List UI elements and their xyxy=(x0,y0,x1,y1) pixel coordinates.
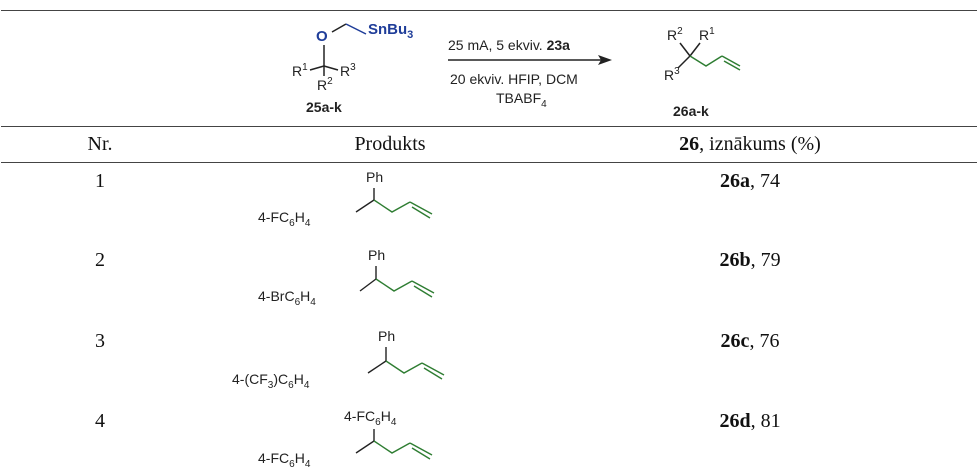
reactant-compound-label: 25a-k xyxy=(306,99,342,115)
row-4-allyl-chain xyxy=(373,440,411,454)
header-yield: 26, iznākums (%) xyxy=(620,133,880,156)
row-3-structure: Ph 4-(CF3)C6H4 xyxy=(232,328,445,391)
row-2-allyl-chain xyxy=(375,278,413,292)
bond-c-r1 xyxy=(309,65,325,71)
row-1-yield: 26a, 74 xyxy=(620,170,880,193)
row-3-alkene-a xyxy=(421,362,445,376)
r2-label: R2 xyxy=(317,76,333,93)
row-4-alkene-a xyxy=(409,442,433,456)
row-1-left-substituent: 4-FC6H4 xyxy=(258,209,311,229)
row-2-alkene-a xyxy=(411,280,435,294)
bond-c-r3 xyxy=(323,65,339,71)
condition-line-2: 20 ekviv. HFIP, DCM xyxy=(450,71,578,87)
row-4-alkene-b xyxy=(411,447,431,460)
header-top-rule xyxy=(1,126,977,127)
product-r2-label: R2 xyxy=(667,26,683,43)
row-2-alkene-b xyxy=(413,285,433,298)
row-3-yield-value: , 76 xyxy=(749,330,780,352)
row-1-alkene-b xyxy=(411,206,431,219)
product-bond-c-r2 xyxy=(679,42,691,57)
row-4-bond-left-aryl xyxy=(355,440,375,454)
row-3-nr: 3 xyxy=(95,330,105,352)
condition-line-3: TBABF4 xyxy=(496,90,547,110)
product-compound-label: 26a-k xyxy=(673,103,709,119)
oxygen-atom-label: O xyxy=(316,28,328,45)
r3-label: R3 xyxy=(340,62,356,79)
row-2-nr: 2 xyxy=(95,249,105,271)
header-yield-bold: 26 xyxy=(679,133,700,155)
row-2-left-substituent: 4-BrC6H4 xyxy=(258,288,316,308)
header-nr: Nr. xyxy=(87,133,113,155)
row-4-yield: 26d, 81 xyxy=(620,410,880,433)
row-1-bond-aryl xyxy=(355,199,375,213)
row-2-compound: 26b xyxy=(719,249,751,271)
row-1-nr: 1 xyxy=(95,170,105,192)
product-alkene-2 xyxy=(723,60,741,71)
row-2-structure: Ph 4-BrC6H4 xyxy=(258,247,435,308)
tin-group-label: SnBu3 xyxy=(368,21,413,41)
reaction-conditions: 25 mA, 5 ekviv. 23a 20 ekviv. HFIP, DCM … xyxy=(448,37,612,110)
product-bond-c-r1 xyxy=(689,42,701,57)
bond-o-ch2 xyxy=(331,23,347,33)
row-1-structure: Ph 4-FC6H4 xyxy=(258,169,433,229)
header-produkts: Produkts xyxy=(354,133,426,155)
bond-ch2-sn xyxy=(345,23,367,35)
row-3-top-substituent: Ph xyxy=(378,328,395,344)
row-4-top-substituent: 4-FC6H4 xyxy=(344,408,397,428)
product-alkene-1 xyxy=(721,55,741,67)
row-4-structure: 4-FC6H4 4-FC6H4 xyxy=(258,408,433,469)
row-4-nr: 4 xyxy=(95,410,105,432)
row-4-left-substituent: 4-FC6H4 xyxy=(258,450,311,469)
row-3-bond-aryl xyxy=(367,360,387,374)
product-bond-c-r3 xyxy=(677,55,691,69)
row-1-alkene-a xyxy=(409,201,433,215)
header-bottom-rule xyxy=(1,162,977,163)
row-3-compound: 26c xyxy=(720,330,750,352)
row-2-yield-value: , 79 xyxy=(750,249,781,271)
row-2-bond-aryl xyxy=(359,278,377,292)
reactant-structure: O SnBu3 R1 R3 R2 25a-k xyxy=(292,21,413,115)
row-1-allyl-chain xyxy=(373,199,411,213)
product-r3-label: R3 xyxy=(664,66,680,83)
row-4-compound: 26d xyxy=(719,410,751,432)
product-r1-label: R1 xyxy=(699,26,715,43)
product-structure: R2 R1 R3 26a-k xyxy=(664,26,741,119)
row-3-left-substituent: 4-(CF3)C6H4 xyxy=(232,371,310,391)
row-2-top-substituent: Ph xyxy=(368,247,385,263)
product-allyl-chain xyxy=(689,55,723,67)
row-3-alkene-b xyxy=(423,367,443,380)
row-2-yield: 26b, 79 xyxy=(620,249,880,272)
row-4-yield-value: , 81 xyxy=(750,410,781,432)
row-1-compound: 26a xyxy=(720,170,750,192)
condition-line-1: 25 mA, 5 ekviv. 23a xyxy=(448,37,570,53)
row-1-yield-value: , 74 xyxy=(750,170,780,192)
row-1-top-substituent: Ph xyxy=(366,169,383,185)
row-3-allyl-chain xyxy=(385,360,423,374)
reaction-scheme: O SnBu3 R1 R3 R2 25a-k 25 mA, 5 ekviv. 2… xyxy=(292,21,741,119)
row-3-yield: 26c, 76 xyxy=(620,330,880,353)
top-rule xyxy=(1,10,977,11)
reaction-arrowhead xyxy=(598,55,612,65)
r1-label: R1 xyxy=(292,62,308,79)
header-yield-rest: , iznākums (%) xyxy=(699,133,821,155)
